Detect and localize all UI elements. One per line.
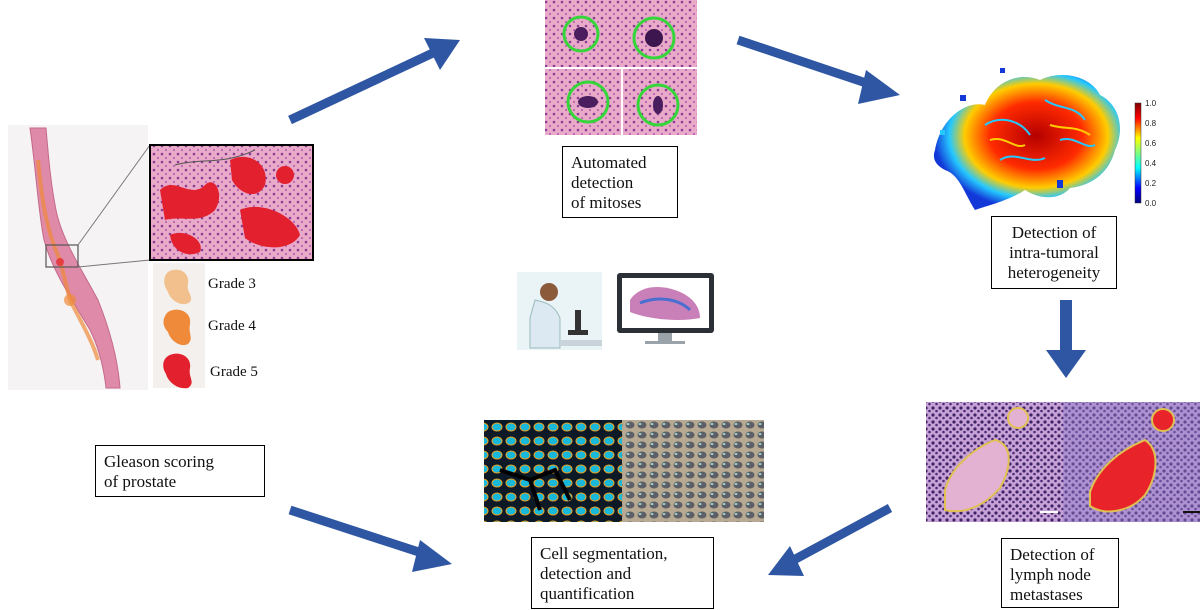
heterogeneity-label-line: intra-tumoral <box>1009 243 1099 262</box>
mitoses-image <box>545 0 697 135</box>
lymph-label: Detection of lymph node metastases <box>1001 538 1119 608</box>
lymph-label-line: Detection of <box>1010 545 1095 564</box>
prostate-biopsy-image <box>8 125 151 390</box>
grade-3-label: Grade 3 <box>208 276 256 292</box>
mitoses-label: Automated detection of mitoses <box>562 146 678 218</box>
heterogeneity-label-line: Detection of <box>1011 223 1097 242</box>
grade-legend <box>153 263 205 389</box>
grade-3-swatch <box>164 269 192 305</box>
heterogeneity-heatmap <box>933 68 1142 210</box>
arrow-lymph-to-segmentation <box>768 504 893 576</box>
gleason-label: Gleason scoring of prostate <box>95 445 265 497</box>
cell-segmentation-image <box>484 420 764 522</box>
gleason-label-line: of prostate <box>104 472 177 491</box>
colorbar-tick: 0.2 <box>1145 179 1157 188</box>
colorbar <box>1134 102 1142 204</box>
lymph-label-line: lymph node <box>1010 565 1091 584</box>
gleason-zoom-inset <box>149 144 314 261</box>
segmentation-label-line: Cell segmentation, <box>540 544 668 563</box>
gleason-label-line: Gleason scoring <box>104 452 215 471</box>
segmentation-label: Cell segmentation, detection and quantif… <box>531 537 714 609</box>
segmentation-label-line: detection and <box>540 564 632 583</box>
colorbar-tick: 1.0 <box>1145 99 1157 108</box>
arrow-gleason-to-mitoses <box>288 38 460 125</box>
grade-4-label: Grade 4 <box>208 318 256 334</box>
computer-monitor-icon <box>617 273 714 344</box>
grade-5-label: Grade 5 <box>210 364 258 380</box>
arrow-mitoses-to-heterogeneity <box>736 35 900 104</box>
grade-5-swatch <box>163 353 192 389</box>
lymph-label-line: metastases <box>1010 585 1083 604</box>
grade-4-swatch <box>163 309 191 346</box>
colorbar-tick: 0.6 <box>1145 139 1157 148</box>
arrow-gleason-to-segmentation <box>288 505 452 572</box>
colorbar-tick: 0.0 <box>1145 199 1157 208</box>
heterogeneity-label-line: heterogeneity <box>1007 263 1101 282</box>
lymph-node-image <box>926 402 1200 522</box>
pathologist-microscope-icon <box>517 272 602 350</box>
colorbar-tick: 0.8 <box>1145 119 1157 128</box>
segmentation-label-line: quantification <box>540 584 635 603</box>
colorbar-tick: 0.4 <box>1145 159 1157 168</box>
mitoses-label-line: detection <box>571 173 634 192</box>
heterogeneity-label: Detection of intra-tumoral heterogeneity <box>991 216 1117 289</box>
mitoses-label-line: of mitoses <box>571 193 642 212</box>
arrow-heterogeneity-to-lymph <box>1046 300 1086 378</box>
mitoses-label-line: Automated <box>571 153 647 172</box>
